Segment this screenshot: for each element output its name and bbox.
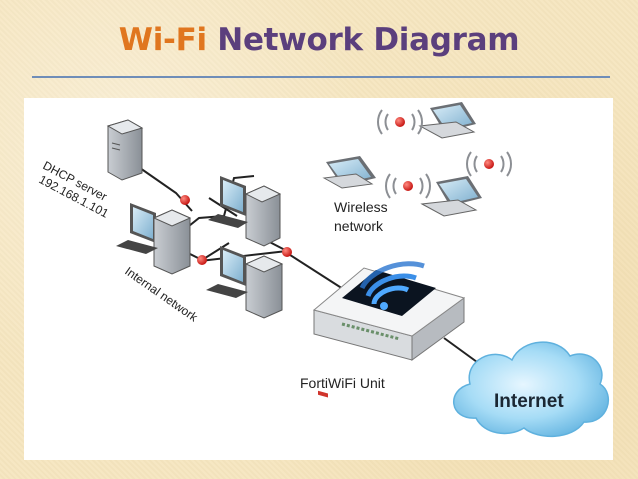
workstation-icon — [206, 246, 284, 319]
laptop-icon — [420, 176, 482, 217]
fortiwifi-label: FortiWiFi Unit — [300, 375, 385, 391]
internal-network-label: Internal network — [122, 264, 201, 325]
signal-dot — [403, 181, 413, 191]
title-divider — [32, 76, 610, 78]
node-dot — [180, 195, 190, 205]
laptop-icon — [322, 156, 376, 189]
network-cables — [139, 167, 500, 379]
signal-dot — [395, 117, 405, 127]
internet-cloud-icon — [453, 341, 610, 438]
dhcp-server-tower-icon — [106, 119, 144, 181]
laptop-icon — [418, 102, 476, 139]
network-diagram: DHCP server 192.168.1.101 Internal netwo… — [37, 102, 610, 438]
workstation-icon — [208, 176, 282, 247]
title-accent: Wi-Fi — [118, 22, 207, 58]
internet-label: Internet — [494, 391, 564, 412]
node-dot — [282, 247, 292, 257]
connection-nodes — [180, 195, 292, 265]
workstation-icon — [116, 203, 192, 275]
fortiwifi-device-icon — [312, 261, 466, 398]
cable-dhcp — [139, 167, 193, 212]
wireless-label-line1: Wireless — [334, 199, 388, 215]
node-dot — [197, 255, 207, 265]
wifi-signals — [377, 109, 512, 199]
title-main: Network Diagram — [217, 22, 520, 58]
wireless-label-line2: network — [334, 218, 384, 234]
diagram-panel: DHCP server 192.168.1.101 Internal netwo… — [24, 98, 613, 460]
signal-dot — [484, 159, 494, 169]
page-title: Wi-Fi Network Diagram — [0, 22, 638, 58]
